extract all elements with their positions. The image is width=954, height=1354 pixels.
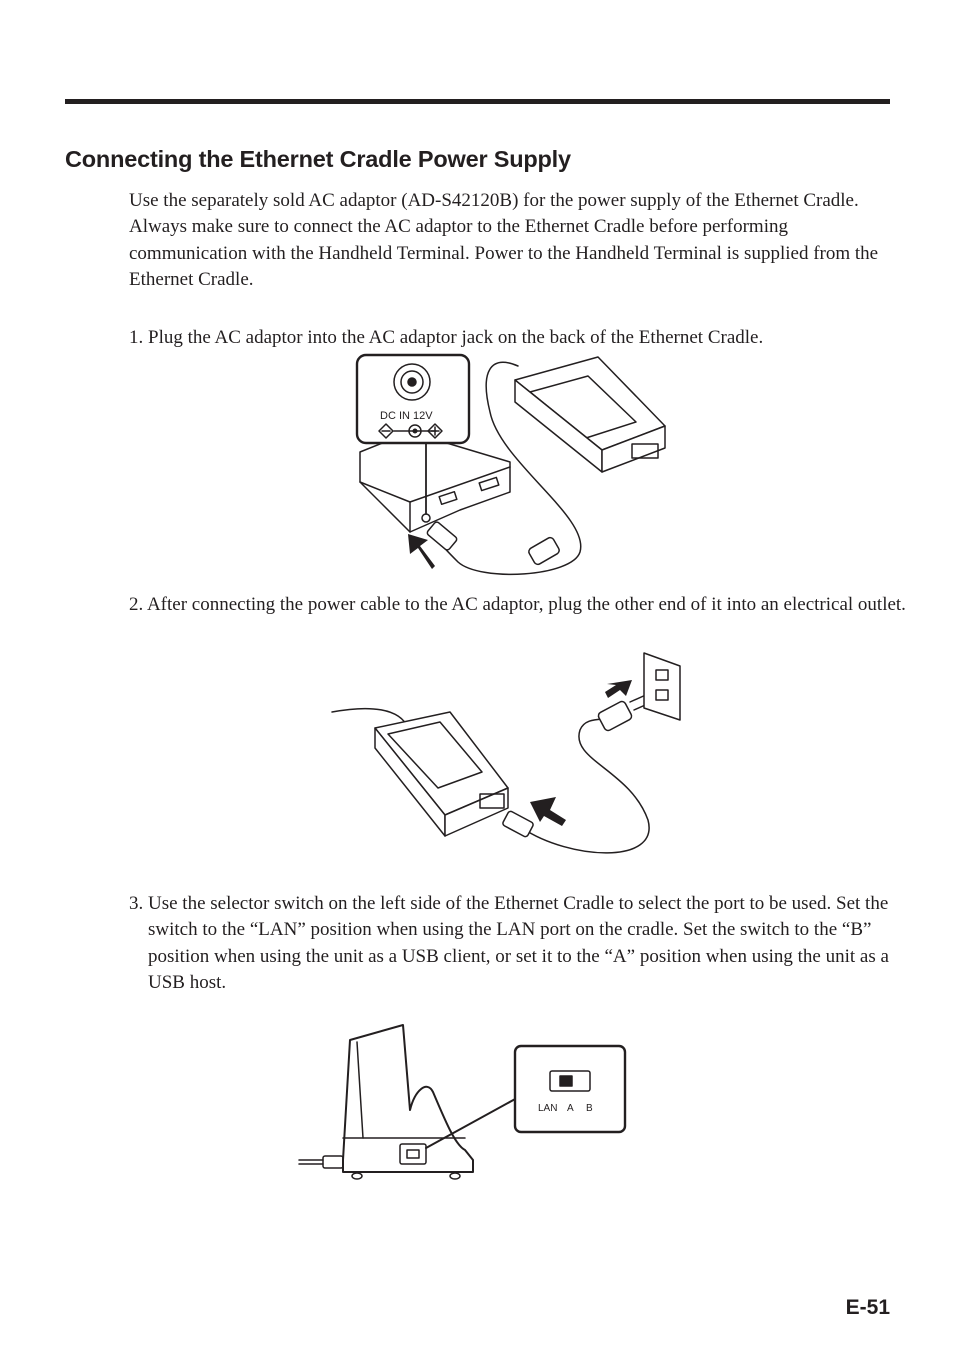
power-cord (521, 717, 650, 854)
ac-cord-connector-icon (502, 810, 534, 838)
switch-label-lan: LAN (538, 1103, 557, 1114)
switch-callout (513, 1044, 627, 1134)
figure-cable-to-outlet (331, 652, 681, 854)
dc-cable (437, 361, 582, 576)
connector-arrow-icon (530, 797, 566, 826)
dc-jack-pin-icon (407, 377, 417, 387)
usb-port-icon (478, 476, 500, 492)
callout-line (425, 1097, 518, 1149)
page-number: E-51 (845, 1296, 890, 1319)
plug-arrow-icon (605, 680, 632, 698)
header-rule (65, 99, 890, 104)
ac-inlet-icon (479, 793, 505, 809)
cradle-foot-2 (449, 1172, 461, 1180)
insert-arrow-icon (408, 534, 435, 569)
ac-adaptor-front (444, 787, 509, 837)
outlet-socket-top-icon (655, 669, 669, 681)
cradle-body (359, 431, 511, 533)
lan-port-icon (438, 490, 458, 506)
wall-outlet (643, 652, 681, 721)
ac-adaptor-front (601, 425, 666, 473)
dc-in-label: DC IN 12V (380, 410, 433, 422)
selector-switch-icon (399, 1143, 427, 1165)
ac-inlet-icon (631, 443, 659, 459)
switch-label-a: A (567, 1103, 574, 1114)
step-1-text: 1. Plug the AC adaptor into the AC adapt… (129, 327, 764, 348)
ac-plug-icon (597, 700, 633, 732)
switch-slider-icon (559, 1075, 573, 1087)
dc-jack-outer-icon (393, 363, 431, 401)
intro-paragraph: Use the separately sold AC adaptor (AD-S… (129, 190, 879, 290)
polarity-dot (412, 428, 418, 434)
dc-plug-icon (426, 521, 458, 551)
ferrite-core-icon (528, 536, 560, 566)
step-2-text: 2. After connecting the power cable to t… (129, 594, 906, 615)
polarity-center-icon (408, 424, 422, 438)
dc-jack-ring-icon (400, 370, 424, 394)
dc-jack-callout (355, 353, 471, 445)
polarity-plus-icon (427, 423, 443, 439)
cradle-side (342, 1024, 474, 1173)
cradle-edge-2 (356, 1041, 364, 1139)
cradle-foot (351, 1172, 363, 1180)
outlet-socket-bottom-icon (655, 689, 669, 701)
section-title: Connecting the Ethernet Cradle Power Sup… (65, 146, 571, 172)
polarity-minus-icon (378, 423, 394, 439)
switch-frame-icon (549, 1070, 591, 1092)
switch-label-b: B (586, 1103, 593, 1114)
cable-plug-icon (322, 1155, 344, 1169)
figure-selector-switch: LAN A B (298, 1024, 627, 1180)
selector-knob-icon (406, 1149, 420, 1159)
figure-adaptor-to-cradle: DC IN 12V (355, 353, 666, 576)
ac-adaptor-label-area (387, 721, 483, 789)
step-3-text: 3. Use the selector switch on the left s… (129, 893, 889, 993)
